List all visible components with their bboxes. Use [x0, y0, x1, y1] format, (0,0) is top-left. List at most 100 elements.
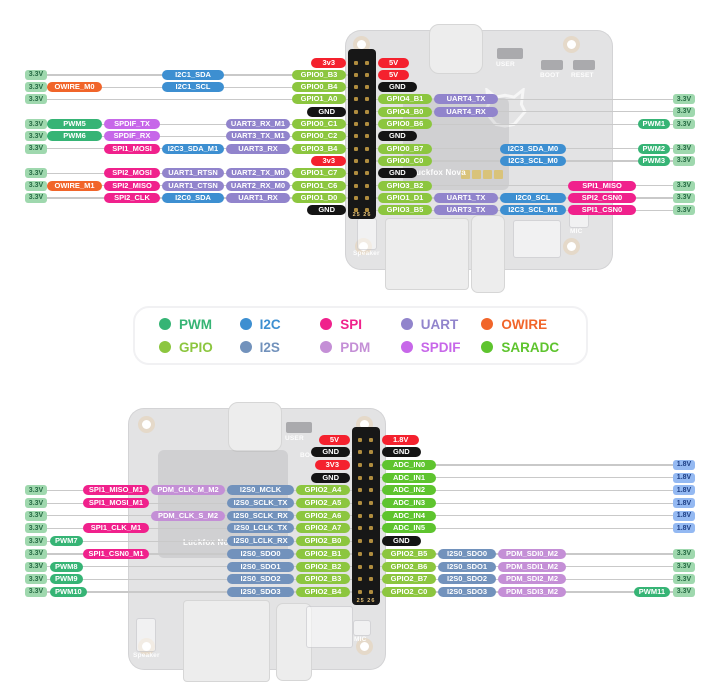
- pin-label-uart1_ctsn: UART1_CTSN: [162, 180, 224, 191]
- voltage-label-3.3v: 3.3V: [25, 536, 47, 547]
- pin-label-uart1_rx: UART1_RX: [226, 192, 290, 203]
- legend-label: PDM: [340, 339, 371, 355]
- legend-label: SPDIF: [420, 339, 461, 355]
- pin-wire: [380, 464, 684, 466]
- pin-label-pwm3: PWM3: [637, 155, 670, 166]
- pin-label-gpio0_b4: GPIO0_B4: [292, 82, 346, 93]
- header-pin: [365, 146, 369, 151]
- i2c-color-dot: [239, 318, 252, 330]
- pin-wire: [380, 591, 684, 593]
- header-pin: [354, 183, 358, 188]
- pin-label-pwm9: PWM9: [50, 574, 83, 585]
- pin-wire: [380, 578, 684, 580]
- pin-label-adc_in4: ADC_IN4: [382, 510, 436, 521]
- pin-label-owire_m0: OWIRE_M0: [47, 82, 102, 93]
- voltage-label-3.3v: 3.3V: [673, 143, 695, 154]
- wifi-module: [306, 606, 353, 648]
- spi-color-dot: [320, 318, 333, 330]
- pdm-color-dot: [320, 341, 333, 353]
- header-pin: [354, 134, 358, 139]
- pin-label-adc_in2: ADC_IN2: [382, 485, 436, 496]
- pin-label-pwm6: PWM6: [47, 131, 102, 142]
- voltage-label-3.3v: 3.3V: [25, 485, 47, 496]
- pin-label-gpio3_b4: GPIO3_B4: [292, 143, 346, 154]
- pin-label-uart2_rx_m0: UART2_RX_M0: [226, 180, 290, 191]
- pin-wire: [380, 502, 684, 504]
- pin-label-uart3_rx_m1: UART3_RX_M1: [226, 119, 290, 129]
- pin-wire: [380, 489, 684, 492]
- ethernet-jack: [385, 218, 469, 290]
- pin-wire: [36, 86, 348, 88]
- header-pin: [354, 146, 358, 151]
- boot-label: BOOT: [300, 452, 320, 459]
- header-pin: [358, 539, 362, 544]
- header-pin: [354, 171, 358, 176]
- header-pin: [369, 488, 373, 493]
- header-pin: [365, 171, 369, 176]
- voltage-label-3.3v: 3.3V: [25, 561, 47, 572]
- pin-wire: [380, 566, 684, 568]
- legend-item-spdif: SPDIF: [400, 339, 482, 355]
- pin-label-gnd: GND: [382, 447, 421, 458]
- header-pin: [365, 97, 369, 102]
- pin-label-pwm10: PWM10: [50, 586, 87, 597]
- header-pin: [358, 450, 362, 455]
- legend-item-owire: OWIRE: [481, 317, 562, 332]
- pin-label-i2s0_sdo0: I2S0_SDO0: [438, 548, 496, 559]
- pin-label-gpio0_c2: GPIO0_C2: [292, 131, 346, 142]
- pin-wire: [36, 74, 348, 76]
- pin-label-adc_in3: ADC_IN3: [382, 498, 436, 508]
- board-photo-bottom: USER BOOT RESET Luckfox Nova Speaker MIC: [128, 402, 386, 682]
- pin-label-pdm_sdi1_m2: PDM_SDI1_M2: [498, 561, 566, 572]
- header-pin: [354, 60, 358, 65]
- spdif-color-dot: [400, 341, 413, 353]
- legend-item-pwm: PWM: [159, 317, 240, 332]
- voltage-label-3.3v: 3.3V: [25, 131, 47, 142]
- header-pin: [358, 589, 362, 594]
- header-pin: [369, 577, 373, 582]
- board-name: Luckfox Nova: [183, 538, 238, 547]
- header-pin: [354, 85, 358, 90]
- pin-label-i2s0_sdo2: I2S0_SDO2: [438, 574, 496, 585]
- voltage-label-3.3v: 3.3V: [25, 119, 47, 129]
- pin-wire: [36, 123, 348, 125]
- header-pin: [365, 85, 369, 90]
- header-pin: [354, 97, 358, 102]
- pin-label-gnd: GND: [307, 106, 346, 117]
- ethernet-jack: [183, 600, 270, 682]
- header-pin: [354, 72, 358, 77]
- header-pin: [369, 450, 373, 455]
- pin-label-i2c0_sda: I2C0_SDA: [162, 192, 224, 203]
- pin-label-gpio1_c7: GPIO1_C7: [292, 168, 346, 179]
- pin-label-i2c3_sda_m1: I2C3_SDA_M1: [162, 143, 224, 154]
- pin-label-pwm1: PWM1: [637, 119, 670, 129]
- board-name: Luckfox Nova: [411, 168, 466, 177]
- voltage-label-3.3v: 3.3V: [25, 586, 47, 597]
- voltage-label-3.3v: 3.3V: [25, 94, 47, 105]
- legend-item-uart: UART: [400, 317, 482, 332]
- legend-label: SARADC: [501, 339, 560, 355]
- header-pin: [365, 122, 369, 126]
- pin-wire: [36, 135, 348, 138]
- voltage-label-3.3v: 3.3V: [25, 574, 47, 585]
- pin-label-spdif_tx: SPDIF_TX: [104, 119, 160, 129]
- pin-label-spi1_mosi: SPI1_MOSI: [104, 143, 160, 154]
- header-pin: [369, 526, 373, 531]
- speaker-connector: [357, 218, 377, 250]
- pin-label-i2s0_sdo3: I2S0_SDO3: [438, 586, 496, 597]
- header-pin: [365, 109, 369, 114]
- pin-wire: [36, 98, 348, 101]
- header-pin: [369, 475, 373, 480]
- voltage-label-3.3v: 3.3V: [673, 586, 695, 597]
- boot-label: BOOT: [540, 72, 560, 79]
- voltage-label-3.3v: 3.3V: [25, 180, 47, 191]
- pin-numbers: 25 26: [352, 212, 372, 218]
- mounting-hole: [563, 36, 580, 53]
- mounting-hole: [563, 238, 580, 255]
- usb-c-connector: [228, 402, 282, 452]
- header-pin: [365, 134, 369, 139]
- mic-label: MIC: [354, 636, 367, 643]
- pin-wire: [36, 148, 348, 150]
